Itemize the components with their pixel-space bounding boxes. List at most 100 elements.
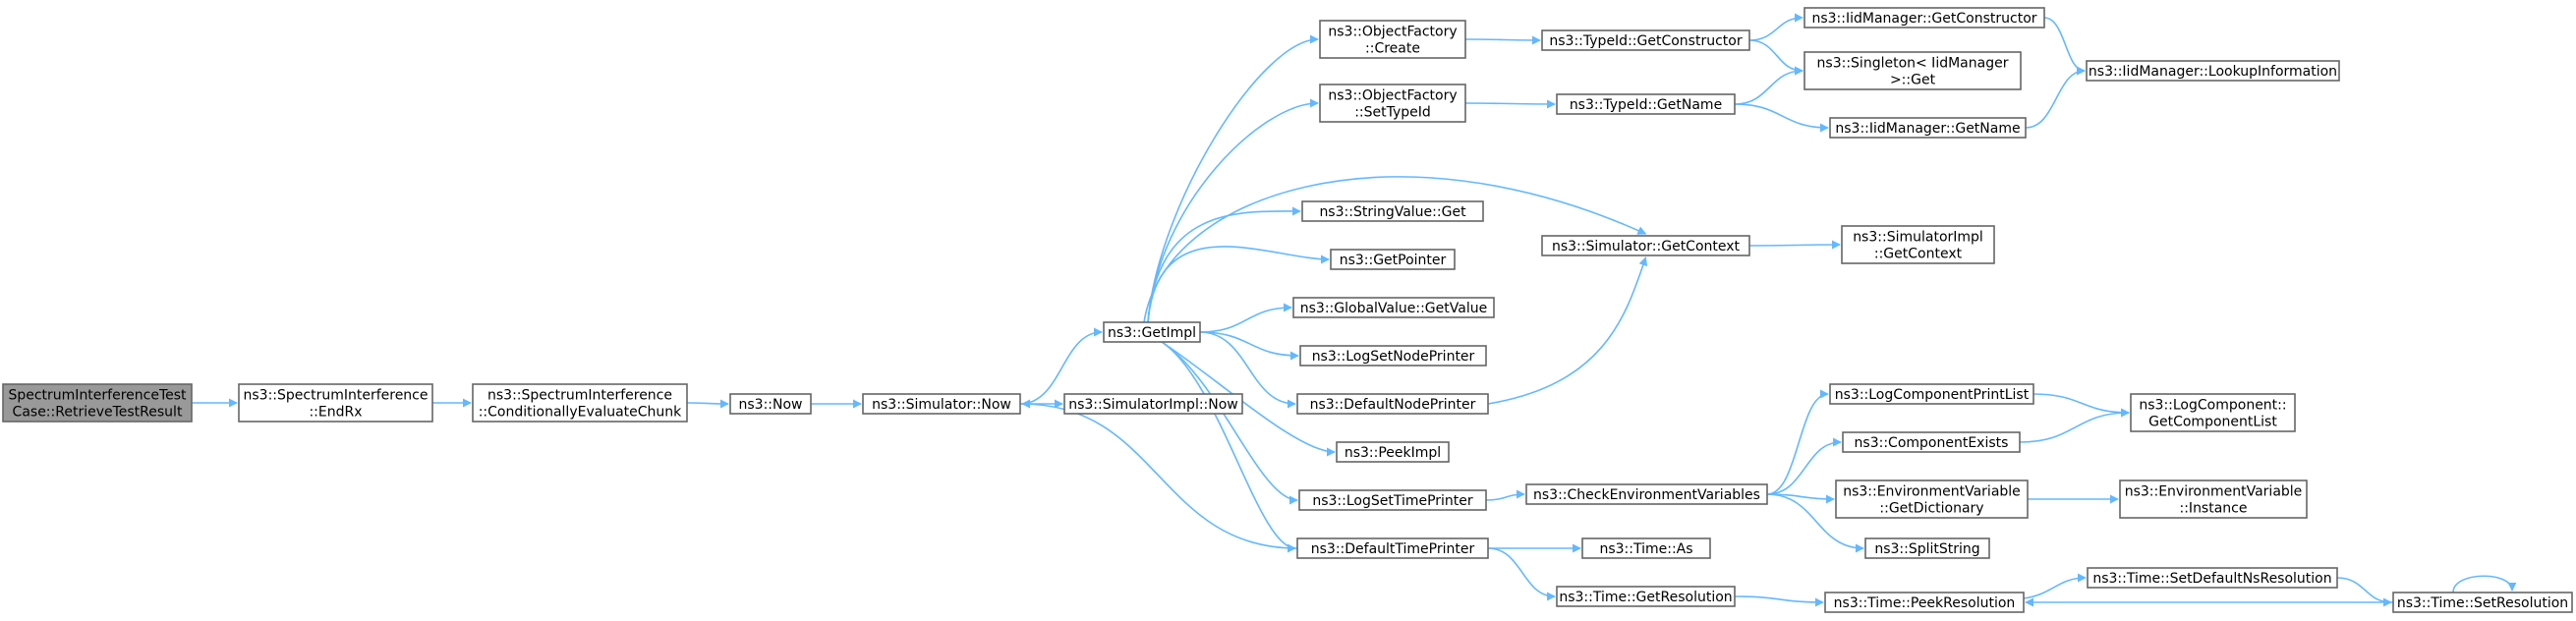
node-box bbox=[729, 393, 812, 415]
node-timepeekres[interactable]: ns3::Time::PeekResolution bbox=[1824, 592, 2025, 613]
node-label: ns3::ComponentExists bbox=[1855, 435, 2009, 451]
node-peekimpl[interactable]: ns3::PeekImpl bbox=[1336, 441, 1450, 463]
node-label: ns3::IidManager::GetConstructor bbox=[1811, 11, 2036, 27]
node-compexists[interactable]: ns3::ComponentExists bbox=[1842, 431, 2021, 453]
node-typeidgetname[interactable]: ns3::TypeId::GetName bbox=[1556, 93, 1736, 115]
edge-getimpl-to-logsetnode bbox=[1199, 331, 1299, 361]
node-strget[interactable]: ns3::StringValue::Get bbox=[1301, 200, 1484, 222]
node-box bbox=[862, 393, 1021, 415]
edge-ofcreate-to-typeidgetctor bbox=[1464, 35, 1541, 45]
node-cond[interactable]: ns3::SpectrumInterference::Conditionally… bbox=[472, 383, 688, 423]
node-getimpl[interactable]: ns3::GetImpl bbox=[1103, 321, 1201, 343]
node-simimplnow[interactable]: ns3::SimulatorImpl::Now bbox=[1063, 393, 1243, 415]
node-label: GetComponentList bbox=[2148, 415, 2277, 430]
node-label: ns3::TypeId::GetName bbox=[1570, 97, 1722, 113]
node-endrx[interactable]: ns3::SpectrumInterference::EndRx bbox=[238, 383, 433, 423]
node-label: ns3::Simulator::GetContext bbox=[1552, 239, 1741, 254]
edge-deftime-to-simnow bbox=[1021, 399, 1298, 549]
node-label: ns3::ObjectFactory bbox=[1328, 25, 1457, 40]
edge-layer bbox=[192, 13, 2517, 607]
node-label: ns3::LogSetNodePrinter bbox=[1312, 349, 1475, 365]
edge-checkenv-to-splitstring bbox=[1766, 493, 1864, 553]
node-typeidgetctor[interactable]: ns3::TypeId::GetConstructor bbox=[1541, 29, 1750, 51]
node-box bbox=[1299, 345, 1487, 367]
node-box bbox=[1803, 7, 2045, 28]
node-simnow[interactable]: ns3::Simulator::Now bbox=[862, 393, 1021, 415]
node-envinstance[interactable]: ns3::EnvironmentVariable::Instance bbox=[2119, 480, 2308, 519]
node-label: ns3::DefaultNodePrinter bbox=[1310, 397, 1476, 413]
node-label: ns3::EnvironmentVariable bbox=[1843, 484, 2021, 500]
node-box bbox=[1336, 441, 1450, 463]
node-singleton[interactable]: ns3::Singleton< IidManager>::Get bbox=[1803, 51, 2022, 90]
node-timesetdefns[interactable]: ns3::Time::SetDefaultNsResolution bbox=[2087, 567, 2338, 589]
node-getpointer[interactable]: ns3::GetPointer bbox=[1330, 249, 1456, 270]
node-iidgetname[interactable]: ns3::IidManager::GetName bbox=[1829, 117, 2027, 139]
node-box bbox=[1330, 249, 1456, 270]
node-label: ns3::GlobalValue::GetValue bbox=[1300, 301, 1487, 316]
edge-getimpl-to-strget bbox=[1147, 206, 1301, 323]
node-label: ns3::Time::PeekResolution bbox=[1834, 595, 2016, 611]
node-logsetnode[interactable]: ns3::LogSetNodePrinter bbox=[1299, 345, 1487, 367]
node-simimplgetctx[interactable]: ns3::SimulatorImpl::GetContext bbox=[1841, 225, 1995, 264]
node-box bbox=[1581, 537, 1711, 559]
node-box bbox=[1541, 29, 1750, 51]
node-box bbox=[2119, 480, 2308, 519]
node-iidlookup[interactable]: ns3::IidManager::LookupInformation bbox=[2086, 60, 2340, 82]
node-label: ::SetTypeId bbox=[1354, 105, 1431, 121]
edge-timegetres-to-timepeekres bbox=[1734, 595, 1824, 607]
edge-ofsettypeid-to-typeidgetname bbox=[1464, 99, 1556, 109]
node-label: ::Instance bbox=[2180, 501, 2248, 517]
node-envgetdict[interactable]: ns3::EnvironmentVariable::GetDictionary bbox=[1835, 480, 2029, 519]
node-box bbox=[1296, 537, 1489, 559]
node-label: ns3::ObjectFactory bbox=[1328, 88, 1457, 104]
node-box bbox=[1803, 51, 2022, 90]
node-checkenv[interactable]: ns3::CheckEnvironmentVariables bbox=[1525, 483, 1768, 505]
node-timesetres[interactable]: ns3::Time::SetResolution bbox=[2392, 592, 2573, 613]
node-ofsettypeid[interactable]: ns3::ObjectFactory::SetTypeId bbox=[1319, 84, 1466, 123]
edge-timesetdefns-to-timesetres bbox=[2336, 577, 2392, 607]
edge-getimpl-to-peekimpl bbox=[1161, 341, 1336, 457]
node-box bbox=[1298, 489, 1487, 511]
node-box bbox=[1301, 200, 1484, 222]
edge-checkenv-to-compexists bbox=[1766, 437, 1842, 495]
node-label: ns3::EnvironmentVariable bbox=[2125, 484, 2303, 500]
node-logcompgetlist[interactable]: ns3::LogComponent::GetComponentList bbox=[2130, 393, 2296, 432]
node-box bbox=[1835, 480, 2029, 519]
edge-logcompprint-to-logcompgetlist bbox=[2032, 393, 2130, 418]
node-splitstring[interactable]: ns3::SplitString bbox=[1864, 537, 1990, 559]
node-box bbox=[1829, 117, 2027, 139]
node-box bbox=[1319, 84, 1466, 123]
node-deftime[interactable]: ns3::DefaultTimePrinter bbox=[1296, 537, 1489, 559]
node-label: ns3::LogComponent:: bbox=[2139, 398, 2286, 414]
node-label: ::GetDictionary bbox=[1879, 501, 1983, 517]
node-simgetctx[interactable]: ns3::Simulator::GetContext bbox=[1541, 235, 1750, 256]
node-logsettime[interactable]: ns3::LogSetTimePrinter bbox=[1298, 489, 1487, 511]
node-label: ns3::SpectrumInterference bbox=[244, 388, 429, 404]
node-iidgetctor[interactable]: ns3::IidManager::GetConstructor bbox=[1803, 7, 2045, 28]
node-box bbox=[2, 383, 193, 423]
node-label: ns3::TypeId::GetConstructor bbox=[1549, 33, 1742, 49]
node-timeas[interactable]: ns3::Time::As bbox=[1581, 537, 1711, 559]
edge-typeidgetctor-to-iidgetctor bbox=[1748, 13, 1803, 41]
node-timegetres[interactable]: ns3::Time::GetResolution bbox=[1556, 586, 1736, 607]
edge-defnode-to-simgetctx bbox=[1487, 256, 1648, 405]
node-box bbox=[1864, 537, 1990, 559]
node-now[interactable]: ns3::Now bbox=[729, 393, 812, 415]
node-box bbox=[1842, 431, 2021, 453]
edge-deftime-to-timegetres bbox=[1487, 547, 1556, 601]
node-label: ns3::SpectrumInterference bbox=[487, 388, 672, 404]
node-logcompprint[interactable]: ns3::LogComponentPrintList bbox=[1829, 383, 2034, 405]
node-ofcreate[interactable]: ns3::ObjectFactory::Create bbox=[1319, 20, 1466, 59]
node-gvgetvalue[interactable]: ns3::GlobalValue::GetValue bbox=[1292, 297, 1495, 318]
node-label: SpectrumInterferenceTest bbox=[8, 388, 187, 404]
node-label: ns3::LogComponentPrintList bbox=[1835, 387, 2030, 403]
node-label: ns3::Singleton< IidManager bbox=[1817, 56, 2009, 72]
node-box bbox=[1063, 393, 1243, 415]
edge-simnow-to-getimpl bbox=[1019, 327, 1103, 405]
edge-compexists-to-logcompgetlist bbox=[2019, 408, 2130, 443]
edge-logsettime-to-checkenv bbox=[1485, 489, 1525, 501]
node-label: ::Create bbox=[1365, 41, 1420, 57]
edge-typeidgetname-to-iidgetname bbox=[1734, 103, 1829, 133]
node-defnode[interactable]: ns3::DefaultNodePrinter bbox=[1296, 393, 1489, 415]
node-label: ns3::Time::SetResolution bbox=[2397, 595, 2568, 611]
